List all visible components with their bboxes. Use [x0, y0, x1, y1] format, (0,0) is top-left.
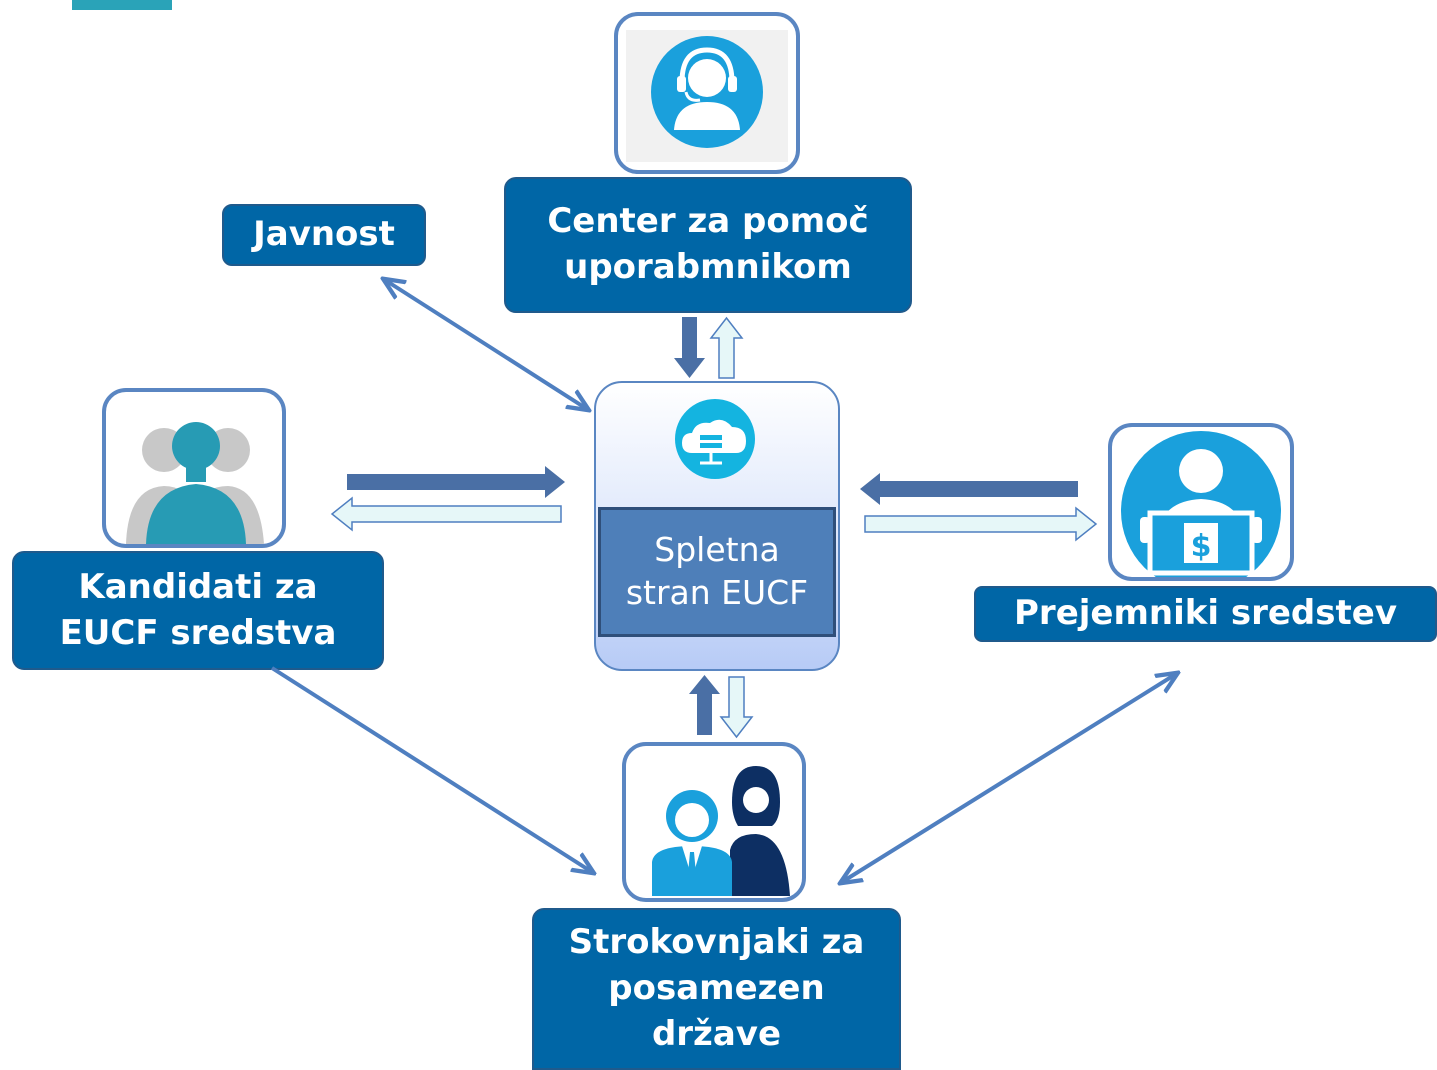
help-center-text: Center za pomoč uporabmnikom — [547, 201, 869, 287]
public-text: Javnost — [253, 214, 395, 255]
experts-label: Strokovnjaki za posamezen države — [532, 908, 901, 1070]
help-to-hub-arrow — [674, 317, 705, 378]
corner-tab — [72, 0, 172, 10]
website-hub: Spletna stran EUCF — [594, 381, 840, 671]
public-label: Javnost — [222, 204, 426, 266]
recipients-experts-connector — [842, 674, 1176, 882]
candidates-experts-connector — [270, 666, 592, 872]
group-silhouette-icon — [126, 422, 264, 544]
svg-text:$: $ — [1191, 529, 1212, 564]
recipients-label: Prejemniki sredstev — [974, 586, 1437, 642]
recipients-to-hub-arrow — [860, 473, 1078, 505]
public-hub-connector — [385, 280, 587, 409]
hub-to-candidates-arrow — [330, 496, 562, 532]
money-recipient-icon: $ — [1121, 431, 1281, 577]
experts-to-hub-arrow — [689, 675, 720, 735]
help-center-label: Center za pomoč uporabmnikom — [504, 177, 912, 313]
headset-user-icon — [626, 30, 788, 162]
hub-text: Spletna stran EUCF — [625, 530, 809, 612]
candidates-label: Kandidati za EUCF sredstva — [12, 551, 384, 670]
help-center-icon-card — [614, 12, 800, 174]
candidates-text: Kandidati za EUCF sredstva — [59, 566, 337, 653]
experts-people-icon — [652, 766, 790, 896]
candidates-icon-card — [102, 388, 286, 548]
recipients-icon-card: $ — [1108, 423, 1294, 581]
hub-to-experts-arrow — [719, 676, 754, 739]
experts-text: Strokovnjaki za posamezen države — [568, 922, 865, 1054]
hub-label: Spletna stran EUCF — [598, 507, 836, 637]
experts-icon-card — [622, 742, 806, 902]
hub-to-help-arrow — [709, 316, 744, 379]
recipients-text: Prejemniki sredstev — [1014, 593, 1397, 634]
hub-to-recipients-arrow — [864, 506, 1098, 542]
candidates-to-hub-arrow — [347, 466, 565, 498]
cloud-server-icon — [675, 399, 755, 479]
